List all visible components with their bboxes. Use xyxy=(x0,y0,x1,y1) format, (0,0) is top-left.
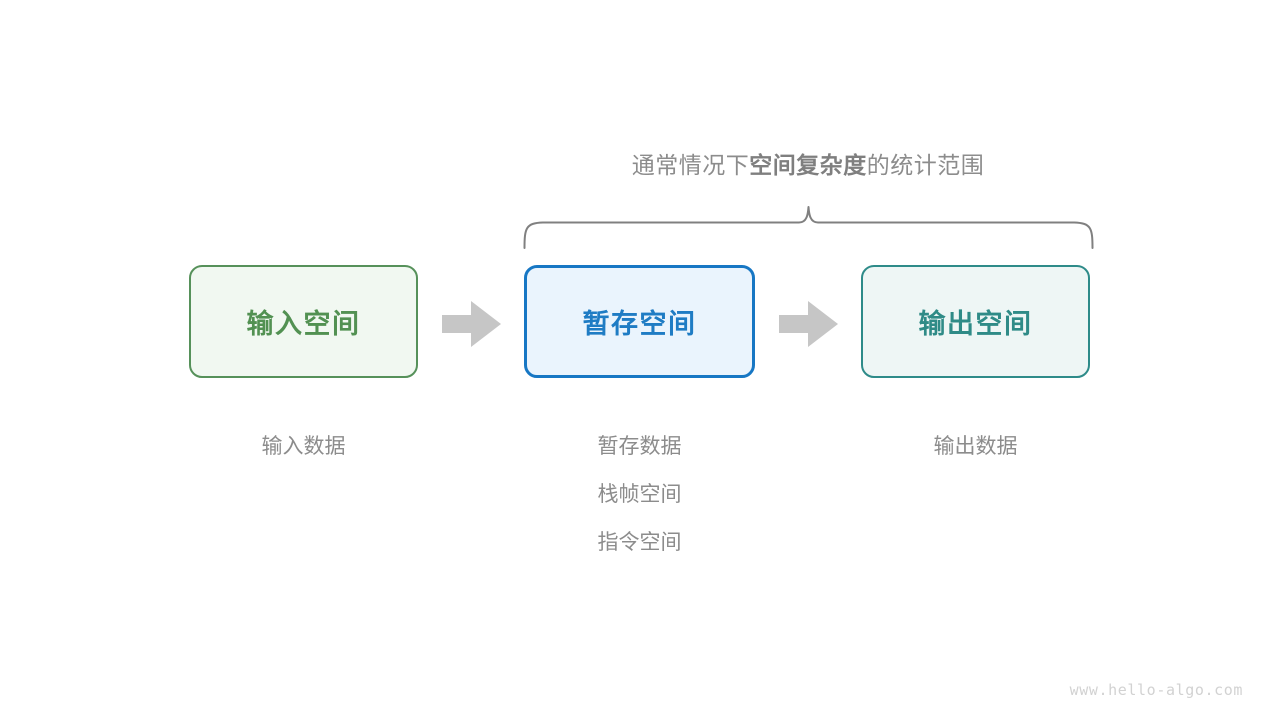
box-temp-space[interactable]: 暂存空间 xyxy=(524,265,755,378)
brace-caption-prefix: 通常情况下 xyxy=(631,152,750,178)
box-temp-space-label: 暂存空间 xyxy=(582,309,697,339)
caption-list-output: 输出数据 xyxy=(861,423,1090,471)
right-arrow-icon xyxy=(442,301,501,347)
watermark: www.hello-algo.com xyxy=(1069,681,1243,699)
box-input-space[interactable]: 输入空间 xyxy=(189,265,418,378)
brace-caption-suffix: 的统计范围 xyxy=(866,152,985,178)
box-output-space[interactable]: 输出空间 xyxy=(861,265,1090,378)
caption-item: 栈帧空间 xyxy=(597,483,682,506)
caption-list-temp: 暂存数据 栈帧空间 指令空间 xyxy=(524,423,755,567)
caption-item: 暂存数据 xyxy=(597,435,682,458)
arrow-input-to-temp-icon xyxy=(442,300,501,348)
caption-list-input: 输入数据 xyxy=(189,423,418,471)
brace-caption: 通常情况下空间复杂度的统计范围 xyxy=(523,146,1093,180)
brace-icon xyxy=(523,206,1094,249)
caption-item: 输入数据 xyxy=(261,435,346,458)
box-input-space-label: 输入空间 xyxy=(246,309,361,339)
brace-bracket xyxy=(515,198,1101,250)
right-arrow-icon xyxy=(779,301,838,347)
arrow-temp-to-output-icon xyxy=(779,300,838,348)
caption-item: 输出数据 xyxy=(933,435,1018,458)
box-output-space-label: 输出空间 xyxy=(918,309,1033,339)
brace-caption-emphasis: 空间复杂度 xyxy=(749,152,867,178)
caption-item: 指令空间 xyxy=(597,531,682,554)
